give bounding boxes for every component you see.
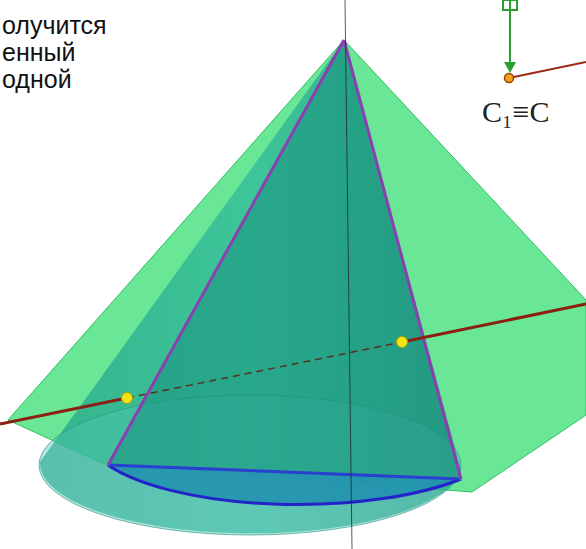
caption-fragment: одной	[2, 66, 72, 93]
intersection-point	[397, 337, 408, 348]
control-arrow	[509, 0, 511, 64]
section-triangle	[108, 40, 461, 479]
axis-line	[345, 0, 352, 549]
generator-line	[108, 40, 344, 465]
caption-fragment: олучится	[2, 12, 107, 39]
control-line	[509, 62, 586, 78]
intersection-point	[122, 393, 133, 404]
section-chord	[108, 465, 461, 479]
intersection-line	[0, 398, 127, 424]
generator-line	[344, 40, 461, 479]
control-arrowhead	[504, 62, 516, 73]
control-point	[505, 74, 514, 83]
intersection-line-hidden	[127, 342, 402, 398]
point-label: C₁≡C	[482, 96, 549, 128]
intersection-line	[402, 304, 586, 342]
base-front-arc	[108, 465, 461, 505]
caption-fragment: енный	[2, 39, 75, 66]
